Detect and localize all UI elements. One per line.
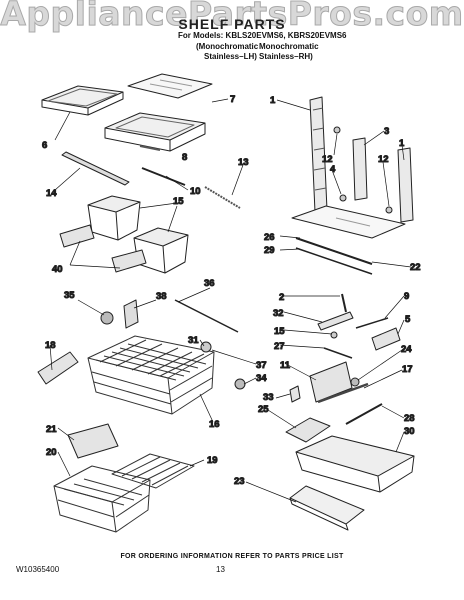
part-30-tray [295,435,415,493]
callout-4: 4 [330,164,336,175]
callout-10: 10 [190,186,201,197]
callout-29: 29 [264,245,275,256]
part-23-cover [289,485,365,531]
callout-26: 26 [264,232,275,243]
variant-left-line-2: Stainless–LH) [204,52,257,61]
callout-1-right: 1 [399,138,405,149]
part-38-bracket [123,299,139,329]
variant-left: (Monochromatic Stainless–LH) [196,42,258,62]
part-6-shelf-frame [41,85,124,116]
callout-36: 36 [204,278,215,289]
part-26-trim [295,237,373,265]
part-12-screw [333,126,341,134]
callout-18: 18 [45,340,56,351]
part-20-wire-basket [53,465,151,533]
callout-2: 2 [279,292,284,303]
part-36-rod [174,299,239,333]
page-number: 13 [216,565,225,574]
callout-9: 9 [404,291,409,302]
part-40-cover-lower [111,249,147,273]
callout-20: 20 [46,447,57,458]
part-21-divider [67,423,119,459]
part-31-cap [200,341,212,353]
callout-28: 28 [404,413,415,424]
callout-7: 7 [230,94,235,105]
callout-11: 11 [280,360,291,371]
page-title: SHELF PARTS [178,16,286,32]
part-22-glass-shelf [291,205,406,239]
callout-23: 23 [234,476,245,487]
part-1-side-rail-right [397,147,414,223]
callout-33: 33 [263,392,274,403]
callout-12-right: 12 [378,154,389,165]
callout-14: 14 [46,188,57,199]
variant-right: Monochromatic Stainless–RH) [259,42,319,62]
part-18-slide [37,351,79,385]
ordering-note: FOR ORDERING INFORMATION REFER TO PARTS … [120,553,344,560]
part-5-bracket [371,327,401,351]
callout-5: 5 [405,314,411,325]
callout-30: 30 [404,426,415,437]
callout-37: 37 [256,360,267,371]
part-11-housing [309,361,353,403]
variant-right-line-2: Stainless–RH) [259,52,313,61]
part-34-gear [234,378,246,390]
callout-35: 35 [64,290,75,301]
callout-21: 21 [46,424,57,435]
doc-number: W10365400 [16,565,60,574]
part-15-screw [330,331,338,339]
part-32-bracket [317,311,354,331]
part-7-glass-shelf [127,73,213,99]
callout-40: 40 [52,264,63,275]
part-15-crisper-bin-upper [87,195,141,241]
part-25-bracket [285,417,331,443]
callout-15-right: 15 [274,326,285,337]
part-8-shelf-tray [104,112,206,152]
callout-6: 6 [42,140,47,151]
part-24-gear [350,377,360,387]
callout-1: 1 [270,95,276,106]
callout-12: 12 [322,154,333,165]
part-13-rod [204,186,241,209]
leader-lines [49,98,412,503]
part-33-clip [289,385,301,403]
variant-left-line-1: (Monochromatic [196,42,259,51]
part-12-screw-right [385,206,393,214]
callout-22: 22 [410,262,421,273]
part-15-crisper-bin-lower [133,227,189,274]
callout-24: 24 [401,344,412,355]
callout-31: 31 [188,335,199,346]
part-3-side-rail [352,137,368,201]
part-14-rail [61,151,130,186]
part-28-rail [345,403,383,425]
part-10-rail [141,167,186,186]
part-35-gear [100,311,114,325]
callout-27: 27 [274,341,285,352]
callout-38: 38 [156,291,167,302]
variant-right-line-1: Monochromatic [259,42,319,51]
callout-8: 8 [182,152,187,163]
callout-16: 16 [209,419,220,430]
part-19-wire-shelf [111,453,195,489]
callout-32: 32 [273,308,284,319]
callout-13: 13 [238,157,249,168]
models-line: For Models: KBLS20EVMS6, KBRS20EVMS6 [178,31,347,40]
part-9-rod [355,317,389,329]
callout-15: 15 [173,196,184,207]
callout-34: 34 [256,373,267,384]
part-2-pin [341,293,347,313]
part-27-rod [323,347,353,359]
callout-3: 3 [384,126,389,137]
callout-17: 17 [402,364,413,375]
part-4-screw [339,194,347,202]
part-17-rail [317,382,369,404]
callout-labels: 7 6 1 3 12 4 12 1 13 10 14 15 26 29 22 4… [42,94,422,488]
callout-25: 25 [258,404,269,415]
callout-19: 19 [207,455,218,466]
watermark: AppliancePartsPros.com [0,0,464,34]
part-40-cover-upper [59,224,95,248]
part-29-trim [295,247,373,275]
part-16-wire-basket [87,335,215,415]
